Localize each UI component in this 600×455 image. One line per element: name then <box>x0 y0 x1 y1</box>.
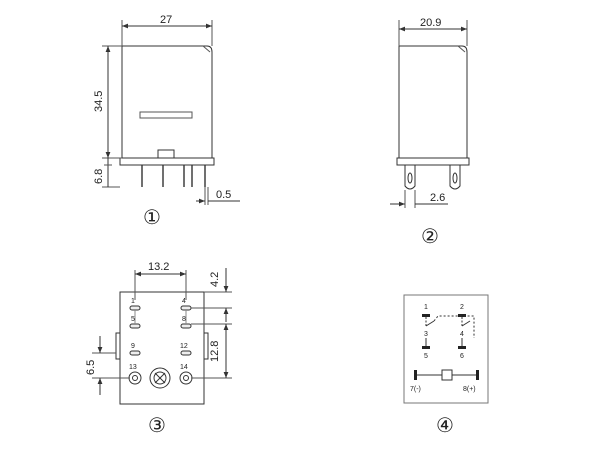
view-number-1: ① <box>143 207 161 229</box>
schematic-label-2: 2 <box>460 304 464 311</box>
bottom-pin-8: 8 <box>182 316 186 323</box>
schematic-label-6: 6 <box>460 353 464 360</box>
schematic-label-5: 5 <box>424 353 428 360</box>
bottom-pin-12: 12 <box>180 343 188 350</box>
side-width-label: 20.9 <box>420 17 441 29</box>
bottom-pin-1: 1 <box>131 298 135 305</box>
bottom-pin-4: 4 <box>182 298 186 305</box>
front-body-outline <box>121 45 213 159</box>
bottom-spacing-y-label: 12.8 <box>209 341 221 362</box>
front-label-window <box>139 111 193 119</box>
bottom-pin-9: 9 <box>131 343 135 350</box>
bottom-spacing-x-label: 13.2 <box>148 261 169 273</box>
front-pin-thickness-label: 0.5 <box>216 189 231 201</box>
schematic-view <box>403 294 489 404</box>
side-pin-right <box>449 165 461 190</box>
side-body-outline <box>398 45 468 159</box>
schematic-label-8: 8(+) <box>463 386 476 393</box>
front-pins <box>141 165 206 187</box>
schematic-label-4: 4 <box>460 331 464 338</box>
schematic-label-1: 1 <box>424 304 428 311</box>
bottom-pins <box>129 305 192 356</box>
schematic-outline <box>403 294 489 404</box>
view-number-2: ② <box>421 226 439 248</box>
bottom-side-offset-label: 6.5 <box>85 360 97 375</box>
schematic-label-7: 7(-) <box>410 386 421 393</box>
bottom-top-offset-label: 4.2 <box>209 272 221 287</box>
coil-symbol <box>441 369 453 381</box>
bottom-pin-14: 14 <box>180 364 188 371</box>
side-view <box>390 20 470 208</box>
bottom-view <box>92 268 232 405</box>
side-pin-width-label: 2.6 <box>430 192 445 204</box>
schematic-label-3: 3 <box>424 331 428 338</box>
center-boss <box>149 367 171 389</box>
front-height-label: 34.5 <box>93 91 105 112</box>
front-base <box>119 157 215 166</box>
front-pin-length-label: 6.8 <box>93 169 105 184</box>
front-view <box>102 20 240 205</box>
front-width-label: 27 <box>160 14 172 26</box>
view-number-3: ③ <box>148 415 166 437</box>
view-number-4: ④ <box>436 415 454 437</box>
bottom-pin-13: 13 <box>129 364 137 371</box>
side-pin-left <box>404 165 416 190</box>
bottom-pin-5: 5 <box>131 316 135 323</box>
